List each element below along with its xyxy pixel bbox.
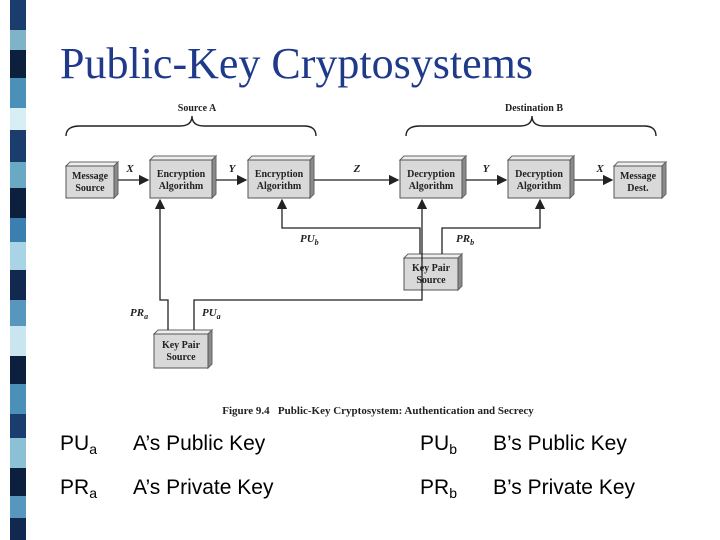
arrow-pub [276, 198, 421, 254]
legend-pua-symbol: PUa [60, 432, 97, 457]
legend-pra-symbol: PRa [60, 476, 97, 501]
kp-a-line2: Source [166, 352, 196, 363]
source-label: Source A [178, 103, 217, 114]
key-label-pra: PRa [130, 307, 148, 321]
encryption-algorithm-box-2: Encryption Algorithm [246, 154, 316, 200]
legend-prb-symbol: PRb [420, 476, 457, 501]
message-source-line1: Message [72, 171, 109, 182]
source-brace [65, 115, 317, 137]
message-dest-line1: Message [620, 171, 657, 182]
dec1-line1: Decryption [407, 169, 455, 180]
kp-a-line1: Key Pair [162, 340, 201, 351]
figure-caption: Figure 9.4 Public-Key Cryptosystem: Auth… [222, 405, 534, 417]
key-label-pub: PUb [300, 233, 319, 247]
enc1-line1: Encryption [157, 169, 206, 180]
enc1-line2: Algorithm [159, 181, 204, 192]
decorative-sidebar-stripe [0, 0, 36, 540]
var-z: Z [353, 163, 361, 175]
decryption-algorithm-box-1: Decryption Algorithm [398, 154, 468, 200]
destination-label: Destination B [505, 103, 563, 114]
dec2-line1: Decryption [515, 169, 563, 180]
legend-pra-desc: A’s Private Key [133, 476, 274, 499]
enc2-line2: Algorithm [257, 181, 302, 192]
encryption-algorithm-box-1: Encryption Algorithm [148, 154, 218, 200]
var-x-2: X [595, 163, 604, 175]
message-dest-box: Message Dest. [612, 160, 668, 200]
kp-b-line1: Key Pair [412, 263, 451, 274]
dest-brace [405, 115, 657, 137]
dec1-line2: Algorithm [409, 181, 454, 192]
decryption-algorithm-box-2: Decryption Algorithm [506, 154, 576, 200]
key-label-pua: PUa [202, 307, 221, 321]
public-key-diagram: Source A Destination B Message Source En… [64, 103, 668, 417]
enc2-line1: Encryption [255, 169, 304, 180]
dec2-line2: Algorithm [517, 181, 562, 192]
arrow-pra [154, 198, 169, 330]
message-source-box: Message Source [64, 160, 120, 200]
var-y-2: Y [483, 163, 491, 175]
arrow-prb [441, 198, 546, 254]
message-dest-line2: Dest. [627, 183, 649, 194]
kp-b-line2: Source [416, 275, 446, 286]
slide-title: Public-Key Cryptosystems [60, 39, 533, 88]
legend-pua-desc: A’s Public Key [133, 432, 266, 455]
arrow-pua [193, 198, 428, 330]
legend-prb-desc: B’s Private Key [493, 476, 636, 499]
legend-pub-desc: B’s Public Key [493, 432, 627, 455]
key-pair-source-box-b: Key Pair Source [402, 252, 464, 292]
key-pair-source-box-a: Key Pair Source [152, 328, 214, 370]
var-x-1: X [125, 163, 134, 175]
var-y-1: Y [229, 163, 237, 175]
legend-pub-symbol: PUb [420, 432, 457, 457]
key-label-prb: PRb [456, 233, 474, 247]
message-source-line2: Source [75, 183, 105, 194]
